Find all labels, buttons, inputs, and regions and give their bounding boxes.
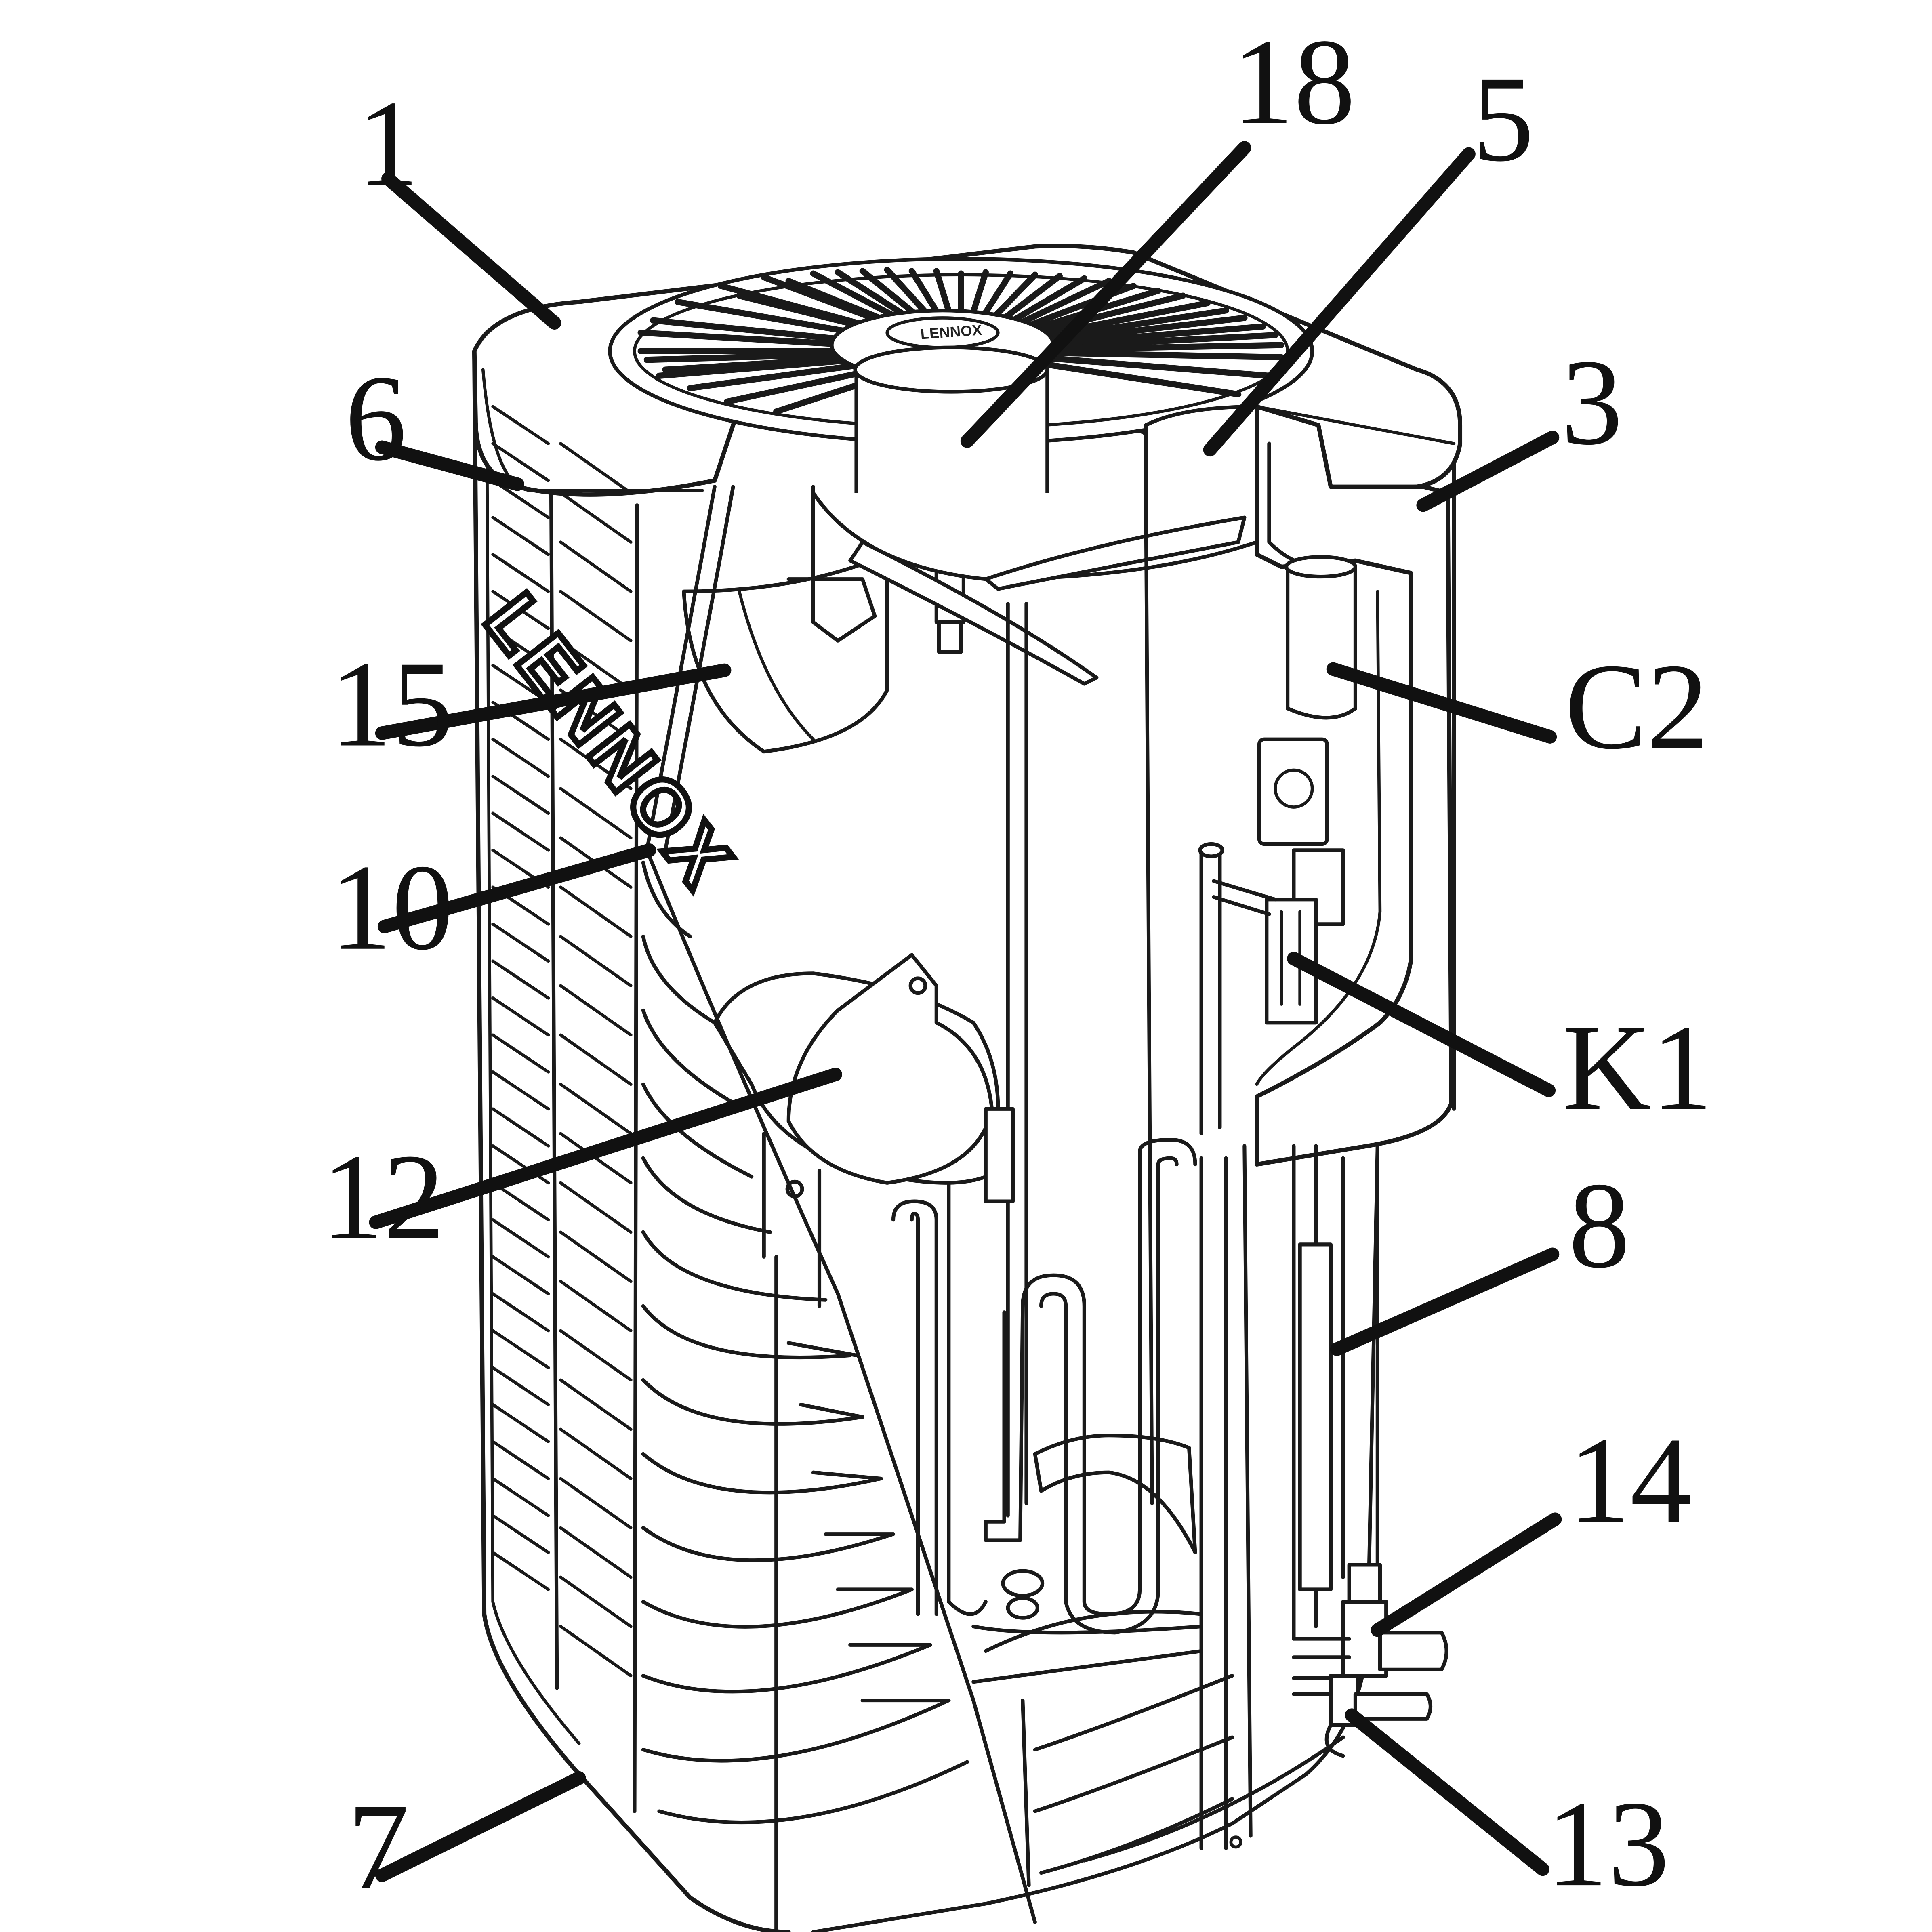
- leader-1: [381, 172, 561, 330]
- callout-labels: 18 5 1 3 6 15 C2 10 K1 12 8 14 13 7: [322, 13, 1713, 1914]
- callout-13: 13: [1546, 1775, 1669, 1912]
- leader-12: [369, 1068, 842, 1229]
- leader-6: [375, 440, 524, 491]
- guard-louvers-front: [641, 860, 1234, 1875]
- callout-5: 5: [1472, 50, 1534, 187]
- capacitor: [1284, 555, 1357, 720]
- callout-C2: C2: [1565, 638, 1709, 775]
- callout-leaders: [369, 141, 1562, 1882]
- leader-5: [1203, 147, 1476, 457]
- leader-7: [375, 1771, 586, 1882]
- vapor-line-service-valve: [1292, 1563, 1448, 1678]
- leader-3: [1416, 431, 1560, 512]
- callout-1: 1: [357, 75, 419, 212]
- contactor: [1257, 737, 1345, 1025]
- leader-K1: [1287, 952, 1556, 1097]
- callout-12: 12: [322, 1129, 445, 1265]
- base-pan: [971, 1434, 1345, 1887]
- compressor: [713, 953, 1045, 1620]
- leader-8: [1330, 1247, 1560, 1356]
- guard-louvers-side: [491, 405, 633, 1678]
- leader-13: [1345, 1708, 1549, 1876]
- callout-K1: K1: [1562, 999, 1713, 1135]
- callout-8: 8: [1568, 1157, 1630, 1293]
- callout-6: 6: [345, 350, 407, 486]
- leader-14: [1371, 1512, 1562, 1637]
- leader-18: [960, 141, 1251, 448]
- leader-C2: [1326, 662, 1557, 744]
- callout-14: 14: [1568, 1412, 1692, 1548]
- control-panel: [1255, 404, 1454, 1167]
- callout-3: 3: [1561, 334, 1623, 470]
- leader-15: [375, 663, 732, 740]
- callout-10: 10: [330, 839, 454, 975]
- leader-10: [377, 843, 656, 933]
- callout-7: 7: [347, 1778, 409, 1914]
- callout-15: 15: [330, 635, 454, 772]
- fan-blade: [682, 515, 1247, 754]
- callout-18: 18: [1232, 13, 1355, 150]
- refrigerant-piping: [891, 491, 1379, 1850]
